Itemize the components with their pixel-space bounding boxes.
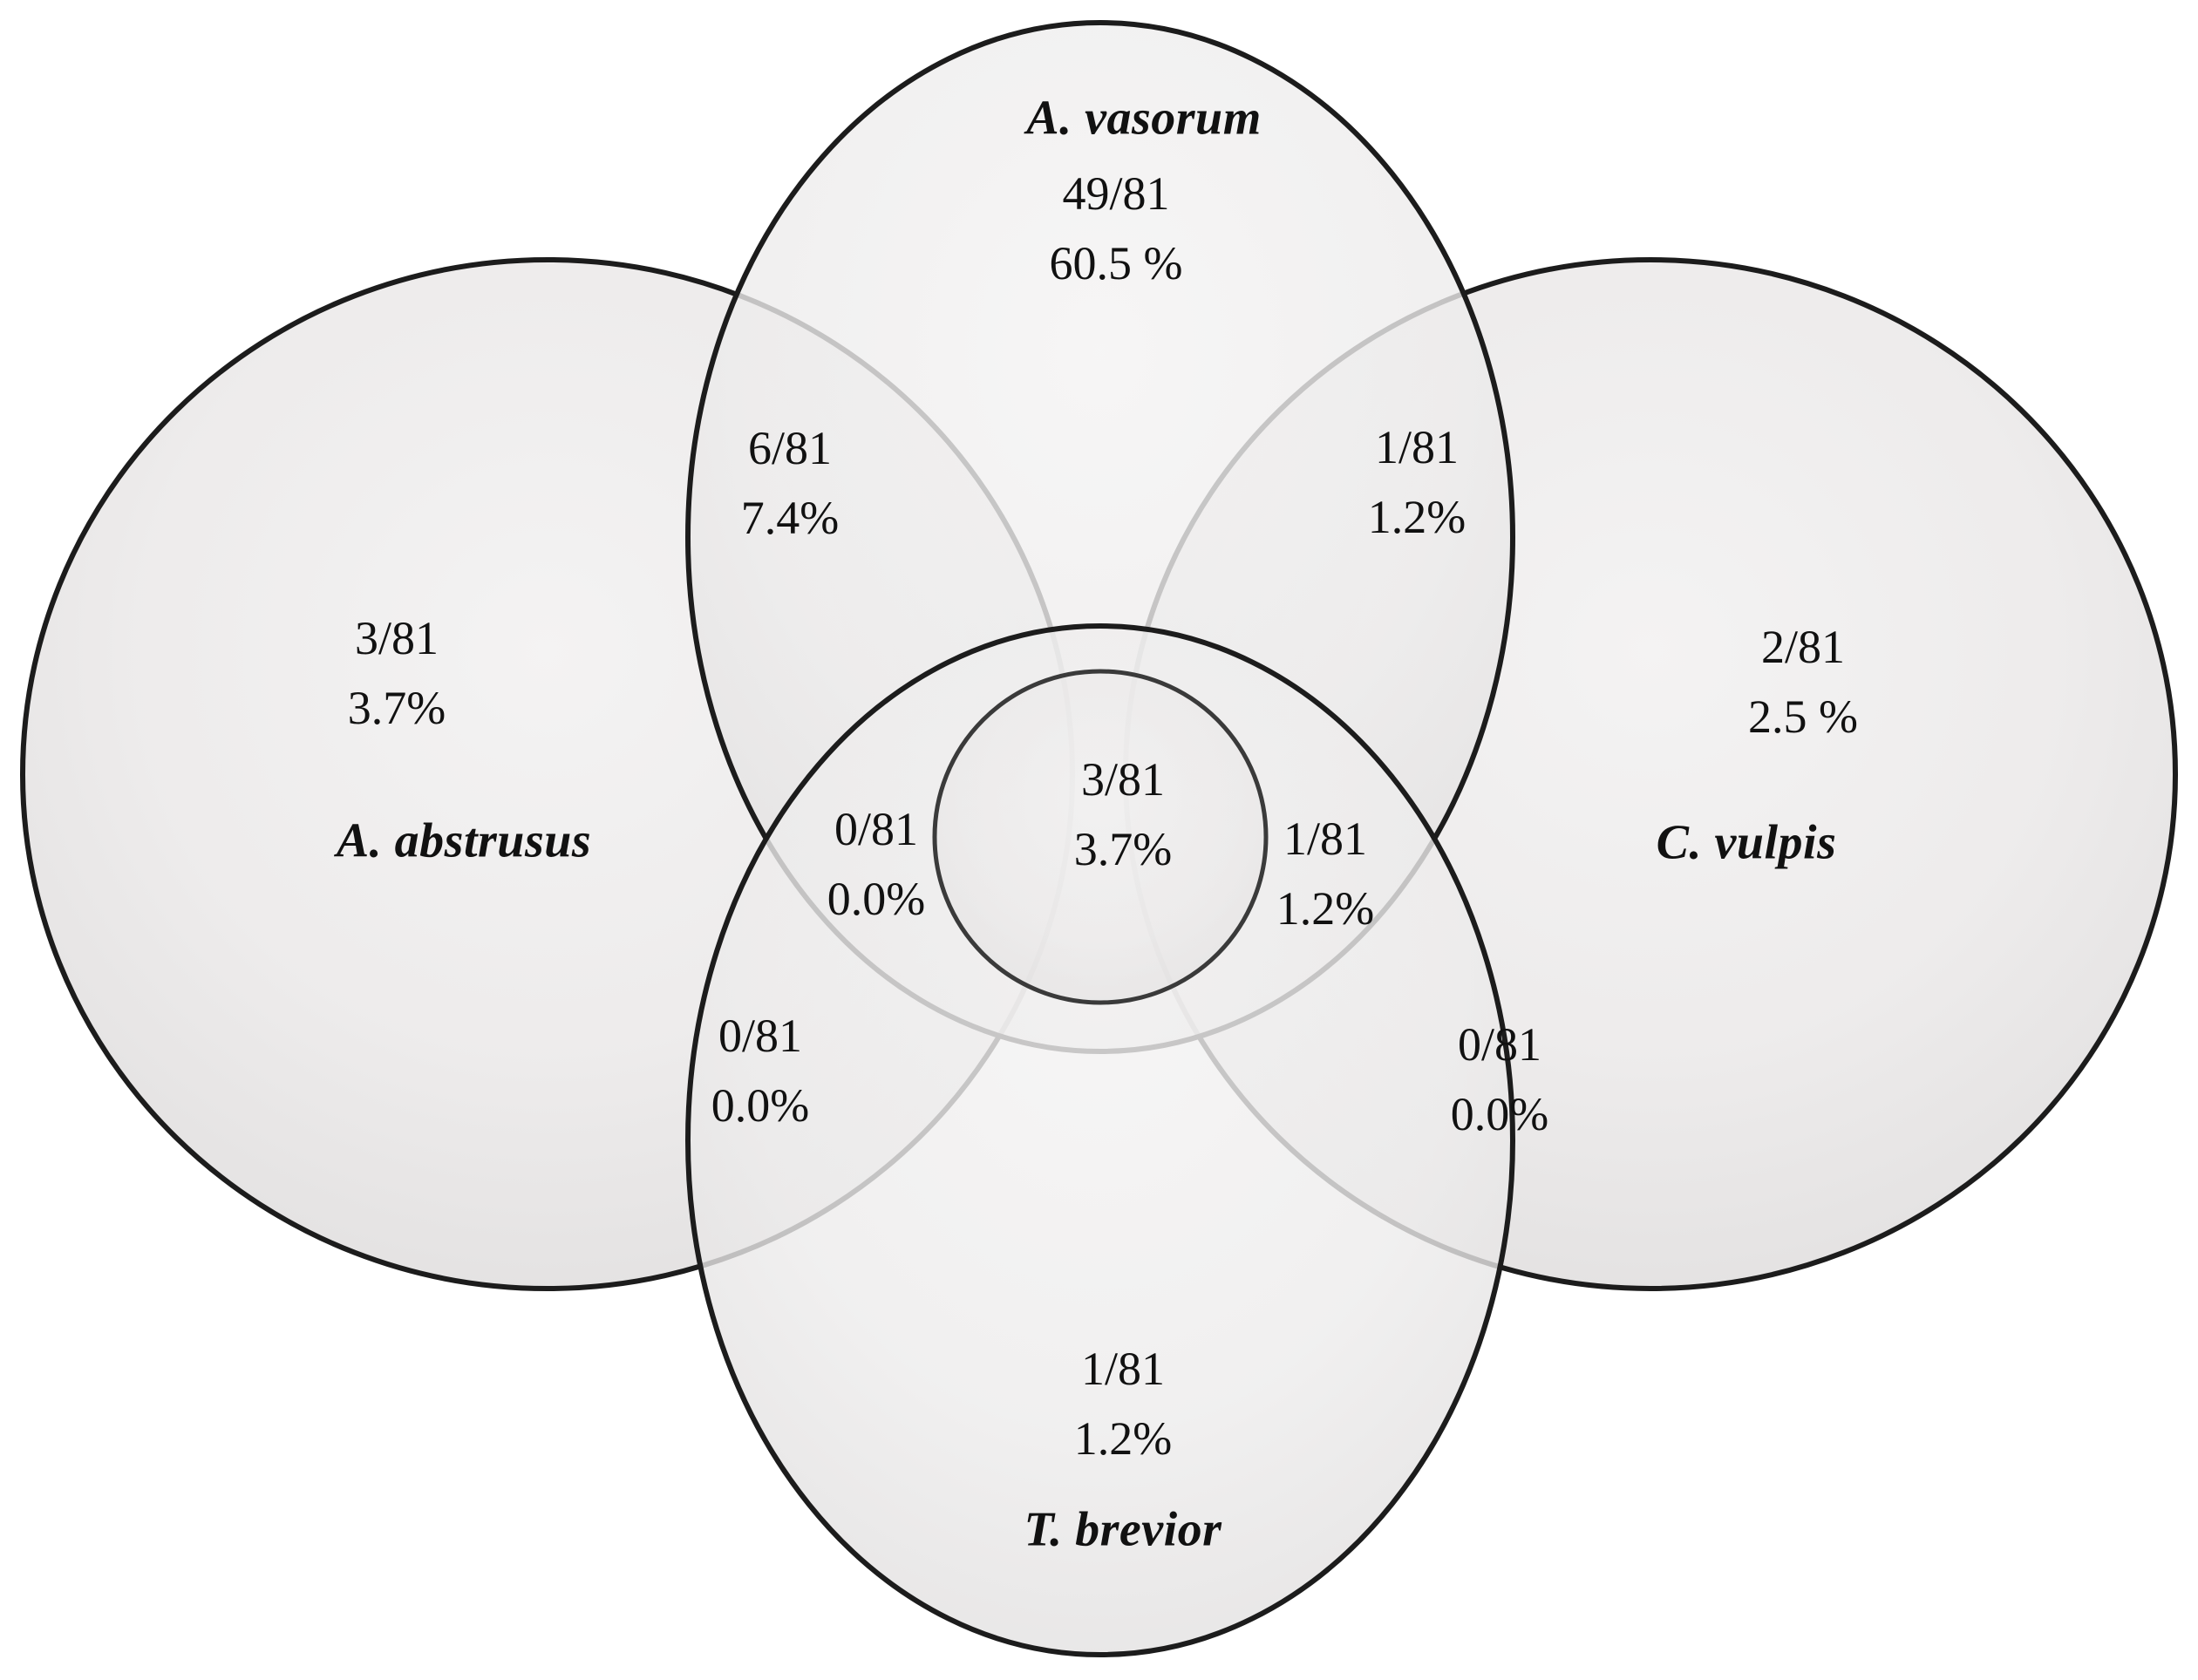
region-percent: 3.7% <box>347 682 446 734</box>
set-label-c-vulpis: C. vulpis <box>1656 815 1837 870</box>
region-fraction: 3/81 <box>1080 752 1166 806</box>
region-fraction: 6/81 <box>747 421 833 474</box>
region-count-center-core: 3/81 3.7% <box>1074 749 1172 880</box>
region-percent: 60.5 % <box>1049 237 1183 289</box>
region-count-center-vulpis: 1/81 1.2% <box>1276 808 1374 939</box>
region-fraction: 49/81 <box>1062 167 1170 220</box>
region-percent: 0.0% <box>827 873 926 925</box>
region-percent: 1.2% <box>1367 491 1466 543</box>
region-count-a-vasorum-only: 49/81 60.5 % <box>1050 163 1183 294</box>
region-percent: 7.4% <box>740 492 840 544</box>
set-label-a-abstrusus: A. abstrusus <box>336 813 592 868</box>
region-percent: 0.0% <box>1450 1088 1549 1140</box>
region-fraction: 0/81 <box>718 1009 803 1062</box>
region-fraction: 1/81 <box>1283 812 1368 865</box>
region-fraction: 1/81 <box>1080 1342 1166 1395</box>
circle-t-brevior <box>685 623 1515 1657</box>
region-fraction: 1/81 <box>1374 420 1460 473</box>
region-percent: 3.7% <box>1073 823 1173 875</box>
set-label-t-brevior: T. brevior <box>1024 1502 1222 1557</box>
region-count-abstrusus-brevior: 0/81 0.0% <box>711 1005 809 1136</box>
region-count-abstrusus-vasorum: 6/81 7.4% <box>741 418 839 548</box>
region-fraction: 0/81 <box>1457 1017 1542 1071</box>
region-percent: 1.2% <box>1276 882 1375 935</box>
region-percent: 1.2% <box>1073 1412 1173 1465</box>
region-fraction: 3/81 <box>354 611 439 664</box>
region-count-c-vulpis-only: 2/81 2.5 % <box>1748 616 1858 747</box>
circle-center-core <box>932 669 1269 1005</box>
region-fraction: 2/81 <box>1760 620 1846 673</box>
region-count-abstrusus-center: 0/81 0.0% <box>827 799 925 929</box>
region-fraction: 0/81 <box>834 802 919 855</box>
region-count-vasorum-vulpis: 1/81 1.2% <box>1368 417 1466 548</box>
region-count-a-abstrusus-only: 3/81 3.7% <box>348 608 446 738</box>
region-percent: 0.0% <box>711 1079 810 1132</box>
region-percent: 2.5 % <box>1748 690 1858 743</box>
set-label-a-vasorum: A. vasorum <box>1026 91 1262 146</box>
region-count-t-brevior-only: 1/81 1.2% <box>1074 1338 1172 1469</box>
region-count-vulpis-brevior: 0/81 0.0% <box>1451 1014 1548 1145</box>
